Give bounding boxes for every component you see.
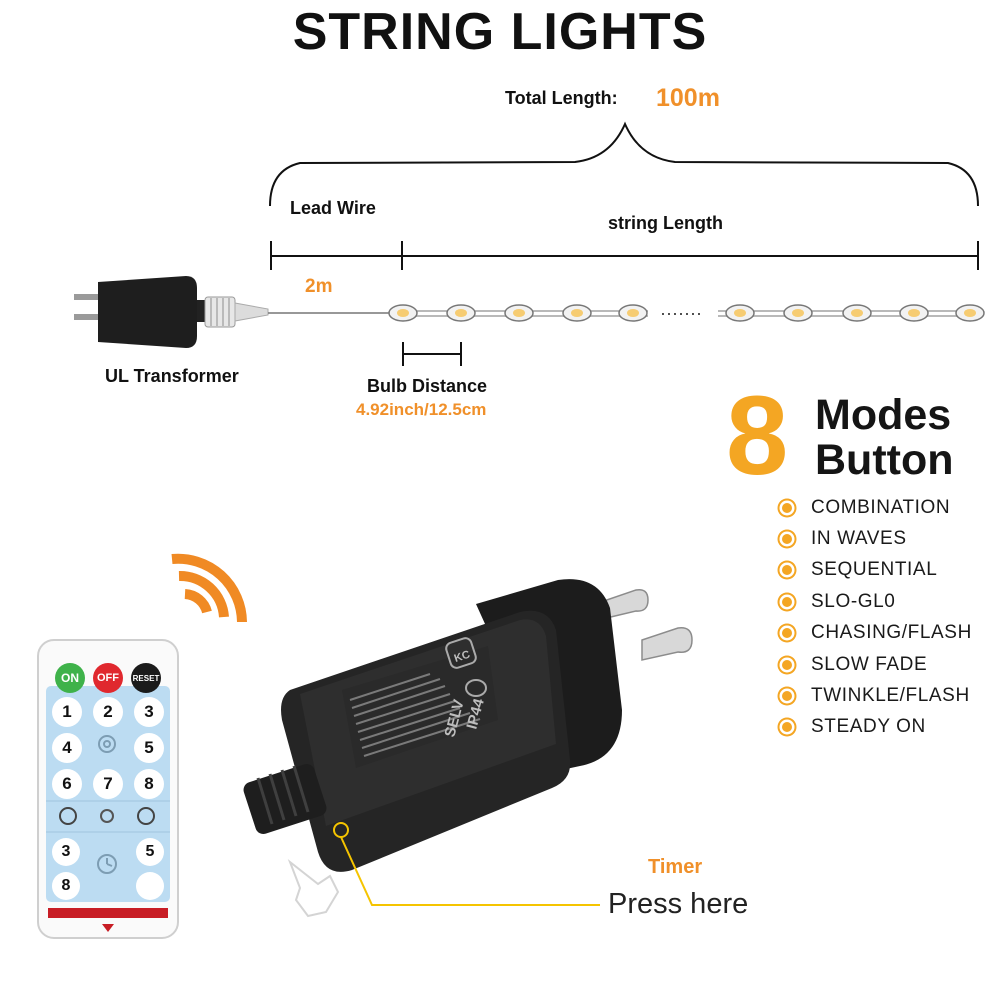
remote-off-button[interactable]: OFF [93, 663, 123, 693]
kc-mark-icon [445, 637, 477, 669]
remote-timer-pad: 3 5 8 [52, 838, 164, 900]
bullet-icon [782, 565, 792, 576]
lead-wire-label: Lead Wire [290, 198, 376, 218]
bulb-distance-dimension [402, 342, 462, 366]
remote-on-button[interactable]: ON [55, 663, 85, 693]
remote-button-6[interactable]: 6 [52, 769, 82, 799]
mode-label: SLOW FADE [811, 653, 928, 675]
remote-reset-label: RESET [131, 663, 161, 693]
string-ellipsis: ······· [660, 303, 702, 323]
length-dimension-line [270, 241, 979, 270]
remote-button-4[interactable]: 4 [52, 733, 82, 763]
page-title: STRING LIGHTS [292, 3, 708, 61]
remote-reset-button[interactable]: RESET [131, 663, 161, 693]
brightness-up-icon [137, 807, 155, 825]
mode-item: SLO-GL0 [776, 586, 1000, 617]
modes-list: COMBINATION IN WAVES SEQUENTIAL SLO-GL0 … [776, 492, 1000, 743]
modes-heading-line1: Modes [815, 391, 952, 439]
mode-label: COMBINATION [811, 496, 951, 518]
bullet-icon [782, 502, 792, 513]
mode-label: TWINKLE/FLASH [811, 685, 970, 707]
timer-label: Timer [648, 856, 703, 878]
remote-timer-button-3[interactable]: 3 [52, 838, 80, 866]
modes-heading-line2: Button [815, 436, 954, 485]
modes-number: 8 [726, 373, 789, 498]
mode-item: IN WAVES [776, 523, 1000, 554]
total-length-label: Total Length: [505, 88, 618, 108]
mode-item: SLOW FADE [776, 649, 1000, 680]
bullet-icon [782, 722, 792, 733]
remote-button-5[interactable]: 5 [134, 733, 164, 763]
remote-timer-button-8[interactable]: 8 [52, 872, 80, 900]
kc-mark-text: KC [453, 649, 472, 665]
remote-timer-off-button[interactable] [136, 872, 164, 900]
total-length-value: 100m [656, 84, 720, 112]
remote-button-8[interactable]: 8 [134, 769, 164, 799]
bulb-distance-value: 4.92inch/12.5cm [356, 400, 487, 419]
bullet-icon [782, 534, 792, 545]
string-length-label: string Length [608, 213, 723, 233]
signal-wave-icon [171, 553, 247, 623]
transformer-label: UL Transformer [105, 366, 239, 386]
remote-timer-button-5[interactable]: 5 [136, 838, 164, 866]
mode-label: STEADY ON [811, 716, 926, 738]
mode-item: SEQUENTIAL [776, 555, 1000, 586]
mode-label: SLO-GL0 [811, 590, 896, 612]
remote-number-pad: 1 2 3 4 5 6 7 8 [52, 697, 164, 799]
press-here-label: Press here [608, 888, 749, 920]
timer-pointer-line [340, 836, 600, 906]
total-length-brace [269, 121, 979, 207]
remote-on-label: ON [55, 663, 85, 693]
mode-item: STEADY ON [776, 712, 1000, 743]
mode-item: COMBINATION [776, 492, 1000, 523]
bullet-icon [782, 659, 792, 670]
mode-gear-icon [98, 735, 116, 753]
mode-label: CHASING/FLASH [811, 622, 972, 644]
mode-item: TWINKLE/FLASH [776, 680, 1000, 711]
arrow-down-icon [102, 924, 114, 932]
remote-button-1[interactable]: 1 [52, 697, 82, 727]
power-adapter [243, 579, 693, 872]
mode-item: CHASING/FLASH [776, 618, 1000, 649]
mode-label: IN WAVES [811, 528, 907, 550]
remote-button-3[interactable]: 3 [134, 697, 164, 727]
certification-oval-icon [465, 679, 487, 697]
clock-icon [97, 854, 117, 874]
remote-off-label: OFF [93, 663, 123, 693]
hand-pointer-icon [287, 858, 340, 918]
ul-transformer-icon [74, 276, 269, 348]
bulb-distance-label: Bulb Distance [367, 376, 488, 396]
bullet-icon [782, 691, 792, 702]
remote-mode-button[interactable] [93, 733, 123, 763]
modes-heading: Modes Button [815, 391, 954, 485]
sun-icon [100, 809, 114, 823]
remote-timer-button[interactable] [94, 838, 122, 866]
bulb-icons [388, 304, 985, 322]
brightness-down-icon [59, 807, 77, 825]
bullet-icon [782, 628, 792, 639]
bullet-icon [782, 596, 792, 607]
remote-button-7[interactable]: 7 [93, 769, 123, 799]
mode-label: SEQUENTIAL [811, 559, 938, 581]
lead-wire-value: 2m [305, 276, 333, 297]
remote-button-2[interactable]: 2 [93, 697, 123, 727]
